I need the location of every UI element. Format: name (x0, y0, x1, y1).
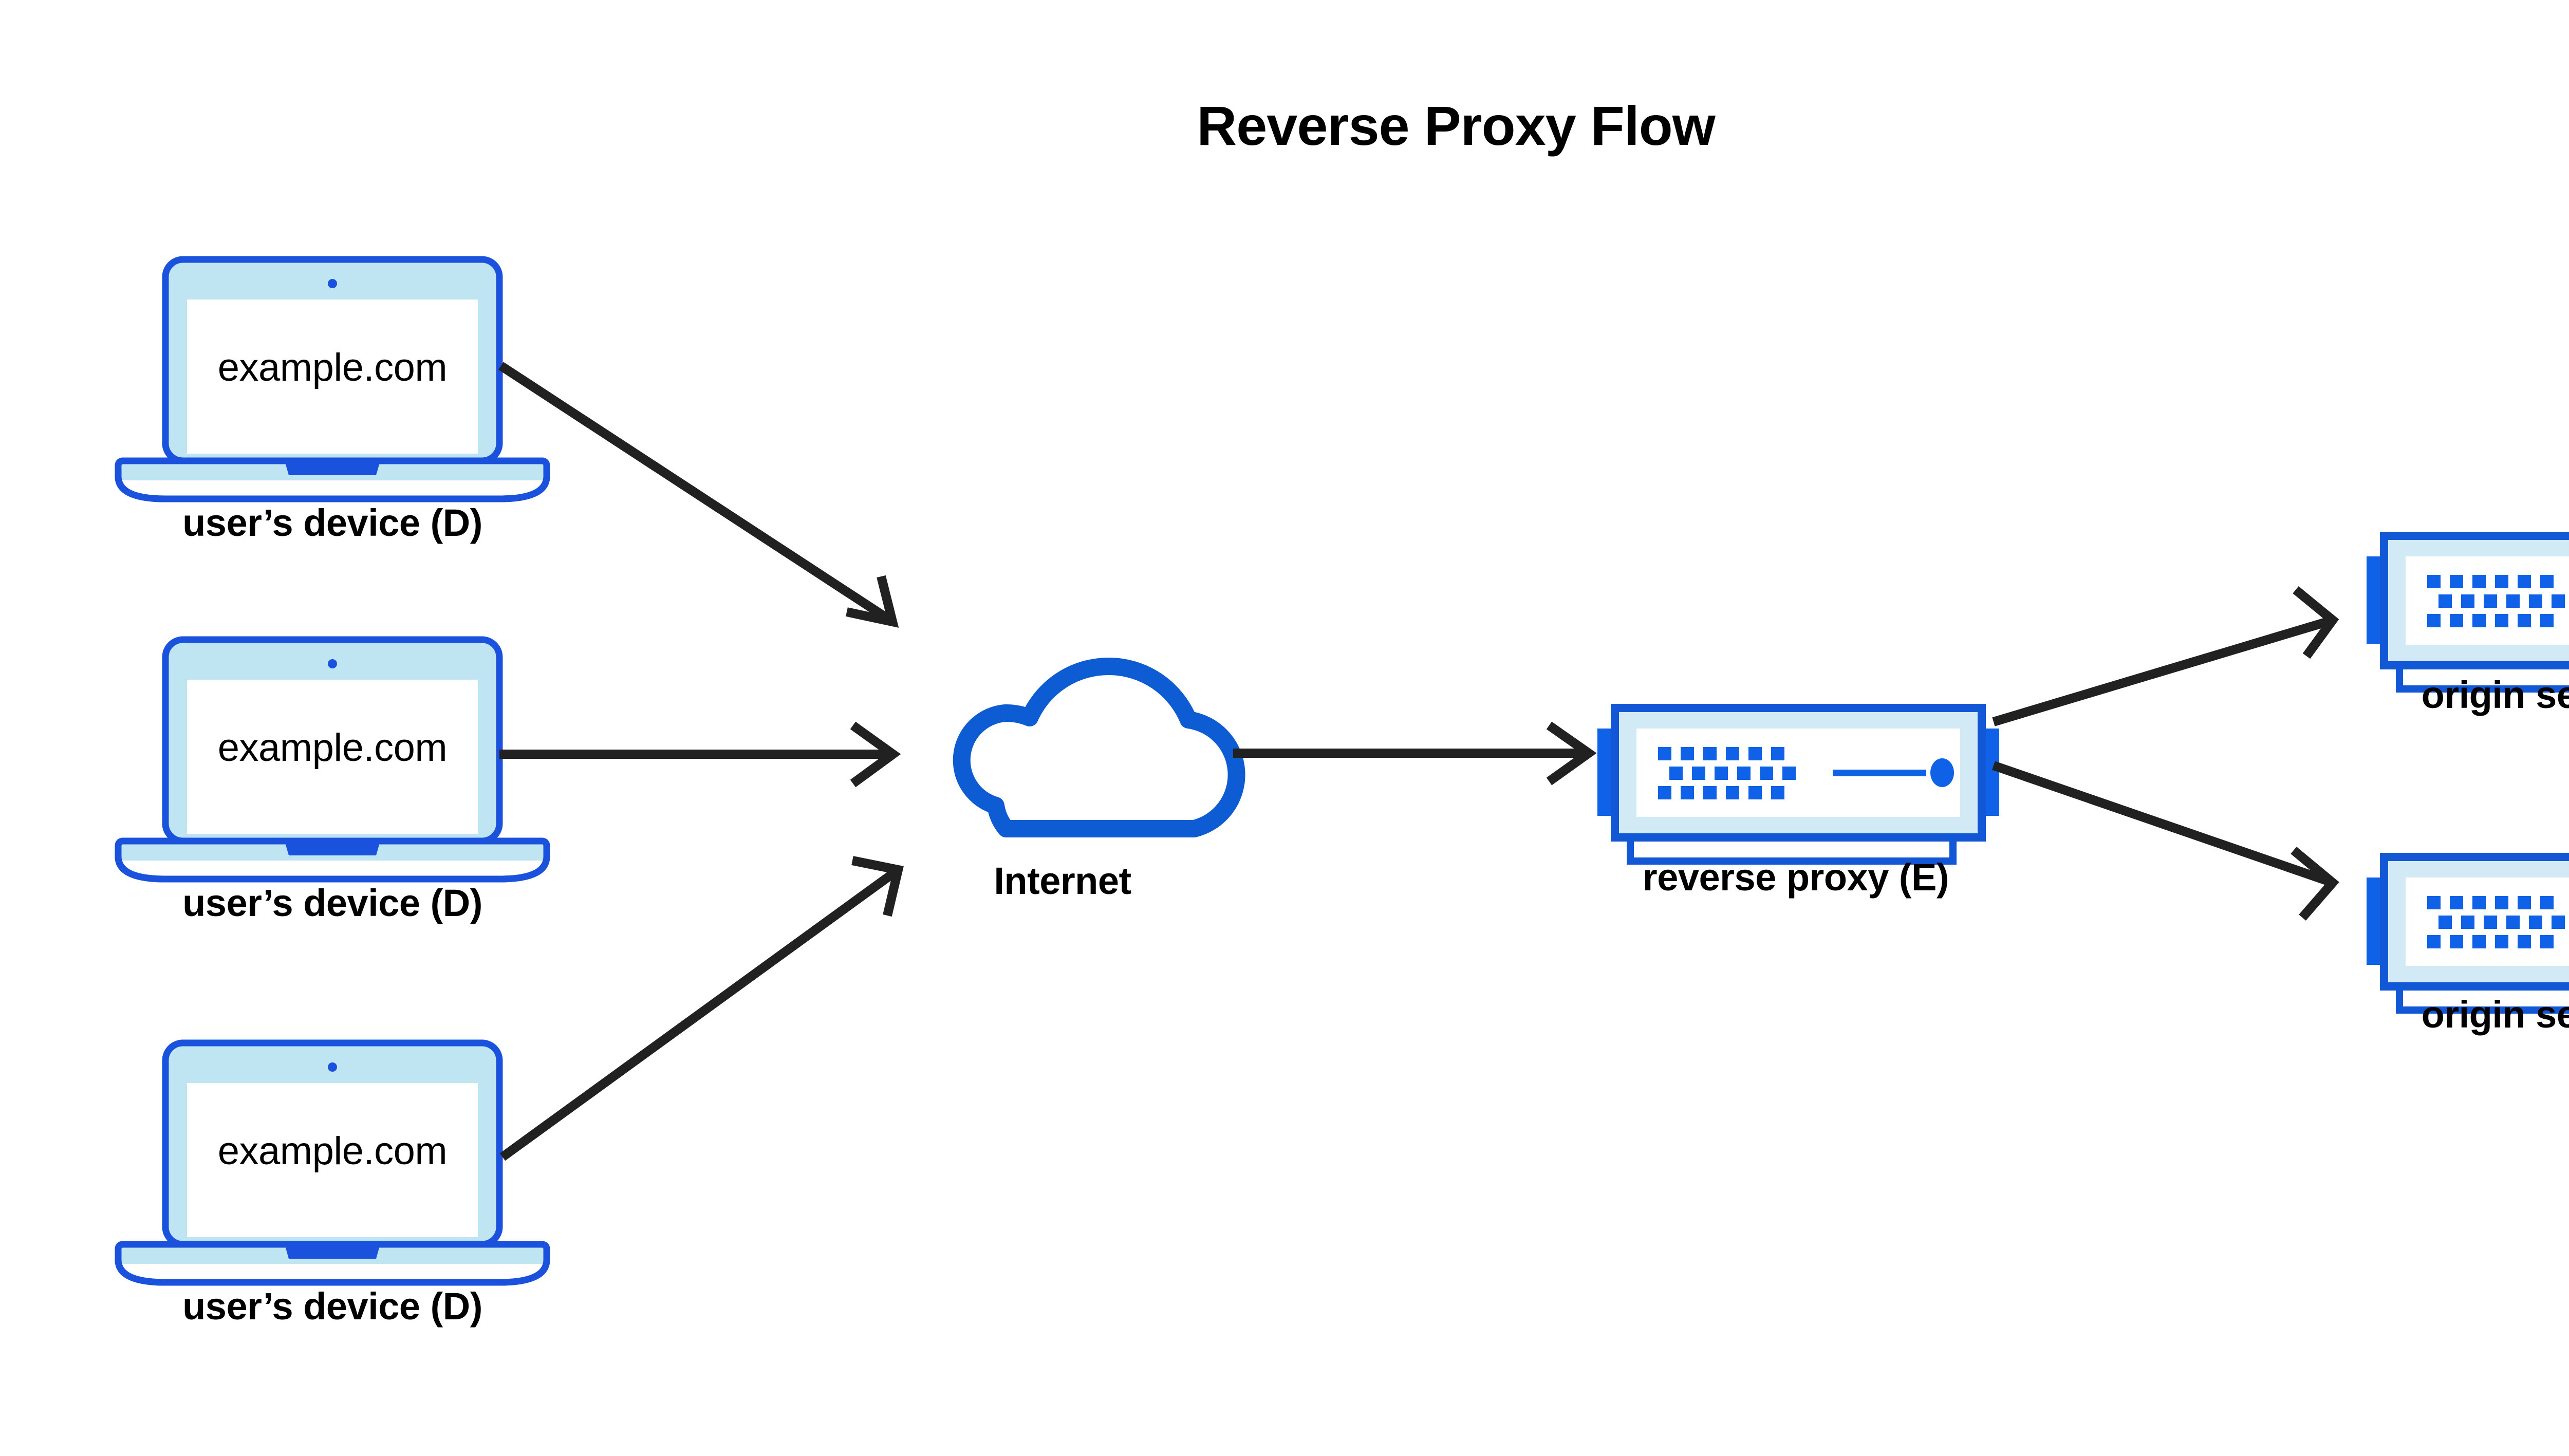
server-icon-origin-2[interactable] (2367, 857, 2569, 1010)
arrow-device2-to-internet (499, 721, 901, 788)
laptop-screen-text-1: example.com (217, 346, 448, 389)
caption-internet: Internet (994, 860, 1131, 902)
page-title: Reverse Proxy Flow (1197, 95, 1715, 157)
arrow-device1-to-internet (498, 362, 899, 628)
caption-reverse-proxy: reverse proxy (E) (1642, 856, 1949, 899)
caption-origin-server-2: origin server (F) (2421, 993, 2569, 1036)
arrow-device3-to-internet (499, 856, 904, 1161)
laptop-screen-text-3: example.com (217, 1129, 448, 1173)
caption-origin-server-1: origin server (F) (2421, 674, 2569, 716)
server-icon-origin-1[interactable] (2367, 536, 2569, 689)
server-icon-reverse-proxy[interactable] (1597, 708, 1999, 861)
arrow-proxy-to-origin2 (1992, 761, 2339, 921)
arrow-proxy-to-origin1 (1992, 586, 2339, 726)
caption-device-3: user’s device (D) (182, 1285, 482, 1328)
caption-device-1: user’s device (D) (182, 501, 482, 544)
caption-device-2: user’s device (D) (182, 882, 482, 924)
cloud-icon-internet[interactable] (962, 666, 1237, 829)
laptop-screen-text-2: example.com (217, 726, 448, 770)
arrow-internet-to-proxy (1233, 721, 1597, 786)
